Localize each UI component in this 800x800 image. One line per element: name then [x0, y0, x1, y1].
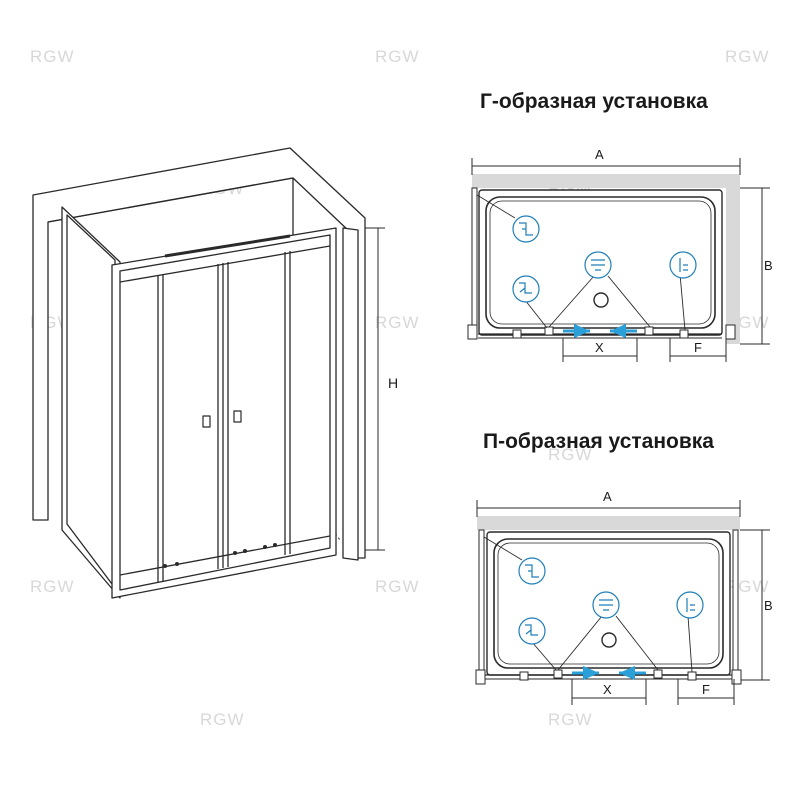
door-handle-icon — [202, 410, 242, 428]
dimension-label-opening: X — [595, 340, 604, 355]
wall-top — [477, 516, 740, 530]
watermark: RGW — [725, 47, 770, 66]
wall-right — [726, 174, 740, 344]
dimension-label-fixed: F — [694, 340, 702, 355]
l-shape-title: Г-образная установка — [480, 90, 708, 113]
perspective-view — [32, 147, 385, 599]
watermark: RGW — [548, 710, 593, 729]
watermark: RGW — [725, 577, 770, 596]
dimension-label-width: A — [603, 489, 612, 504]
dimension-label-depth: B — [764, 258, 773, 273]
watermark: RGW — [30, 577, 75, 596]
plan-view-u-shape — [475, 500, 770, 705]
side-panel — [61, 206, 121, 599]
drain-icon — [593, 292, 609, 308]
wall-top — [472, 174, 740, 188]
dimension-label-fixed: F — [702, 682, 710, 697]
watermark: RGW — [375, 577, 420, 596]
watermark: RGW — [200, 710, 245, 729]
watermark: RGW — [375, 47, 420, 66]
dimension-label-depth: B — [764, 598, 773, 613]
watermark: RGW — [30, 47, 75, 66]
roller-icon — [163, 543, 277, 568]
dimension-label-width: A — [595, 147, 604, 162]
right-wall — [342, 227, 359, 561]
u-shape-title: П-образная установка — [483, 430, 714, 453]
watermark: RGW — [375, 313, 420, 332]
drain-icon — [601, 632, 617, 648]
height-dimension — [365, 227, 385, 551]
front-frame — [111, 227, 337, 599]
plan-view-l-shape — [467, 158, 770, 362]
dimension-label-height: H — [388, 375, 398, 391]
watermark: RGW — [548, 445, 593, 464]
dimension-label-opening: X — [603, 682, 612, 697]
